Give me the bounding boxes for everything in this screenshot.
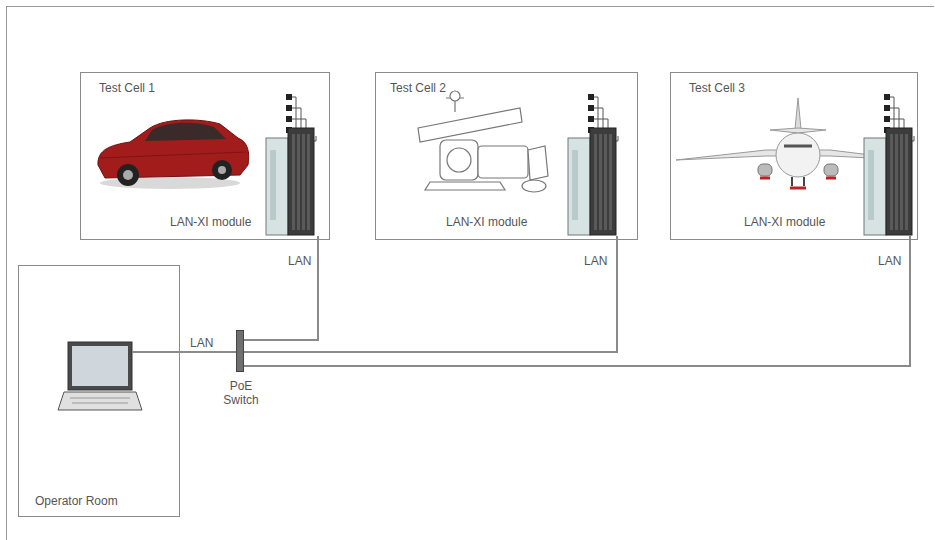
switch-label: PoE Switch xyxy=(219,379,263,407)
node-label: LAN-XI module xyxy=(170,215,251,229)
lan-cable xyxy=(244,236,617,352)
module-node: LAN-XI module xyxy=(440,96,625,236)
lan-cable xyxy=(244,236,318,340)
room-box: Test Cell 3 LAN-XI module xyxy=(670,72,918,240)
room-box: Test Cell 1 LAN-XI module xyxy=(80,72,330,240)
room-box: Test Cell 2 LAN-XI module xyxy=(375,72,638,240)
node-label: Test Cell 2 xyxy=(390,81,446,95)
switch-node: PoE Switch xyxy=(236,330,244,372)
node-label: LAN-XI module xyxy=(446,215,527,229)
node-label: Operator Room xyxy=(35,494,118,508)
node-label: Test Cell 3 xyxy=(689,81,745,95)
room-box: Operator Room xyxy=(18,265,180,517)
node-label: Test Cell 1 xyxy=(99,81,155,95)
node-label: LAN-XI module xyxy=(744,215,825,229)
laptop-illustration xyxy=(58,342,180,410)
cable-label: LAN xyxy=(188,336,215,350)
car-illustration xyxy=(98,120,249,189)
cable-label: LAN xyxy=(582,254,609,268)
module-node: LAN-XI module xyxy=(740,96,916,236)
cable-label: LAN xyxy=(286,254,313,268)
cable-label: LAN xyxy=(876,254,903,268)
module-node: LAN-XI module xyxy=(165,96,325,236)
pump-illustration xyxy=(418,91,548,192)
module-racks xyxy=(266,94,914,235)
lan-cable xyxy=(180,351,236,353)
lan-cable xyxy=(244,236,910,366)
